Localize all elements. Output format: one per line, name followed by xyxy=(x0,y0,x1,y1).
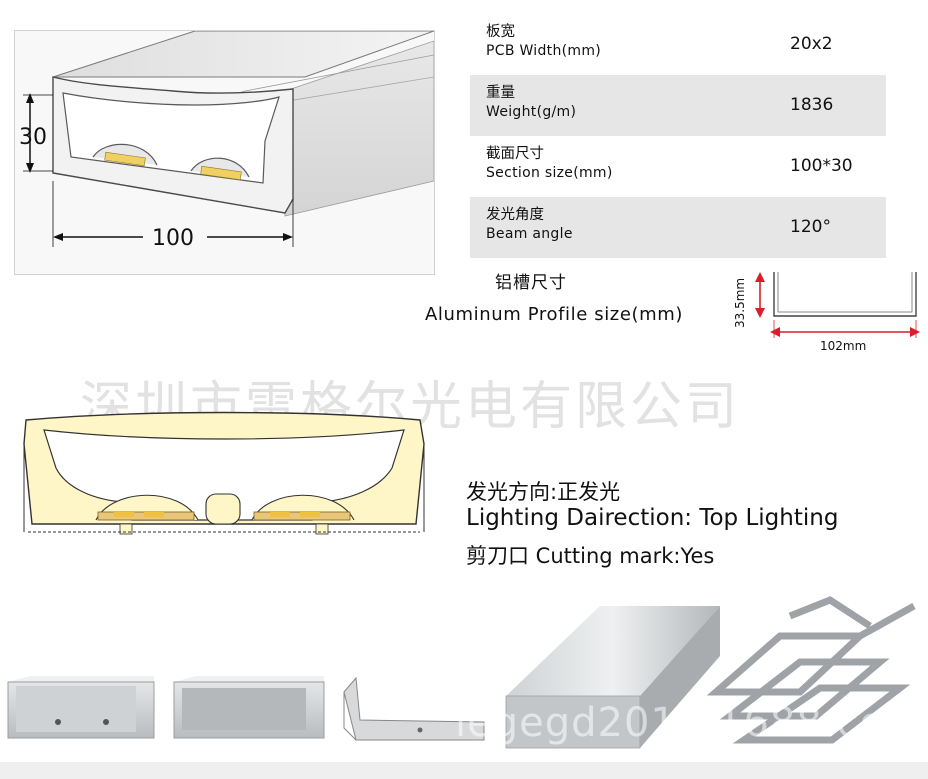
spec-row-pcb-width: 板宽 PCB Width(mm) 20x2 xyxy=(470,14,886,75)
aluminum-channel xyxy=(505,606,720,749)
end-cap-plain xyxy=(173,676,325,739)
end-cap-with-holes xyxy=(7,676,155,739)
silicone-tube-illustration: 30 100 xyxy=(19,30,435,251)
cross-section-diagram xyxy=(20,408,428,544)
spec-label-cn: 板宽 xyxy=(486,24,515,40)
height-dimension-label: 30 xyxy=(19,125,47,150)
spec-label-cn: 发光角度 xyxy=(486,207,544,223)
spec-label-cn: 重量 xyxy=(486,85,515,101)
spec-value: 1836 xyxy=(790,95,834,115)
profile-size-label-en: Aluminum Profile size(mm) xyxy=(425,304,684,325)
spec-row-weight: 重量 Weight(g/m) 1836 xyxy=(470,75,886,136)
product-drawing: 30 100 xyxy=(14,30,435,275)
bottom-band xyxy=(0,762,928,779)
spec-row-section-size: 截面尺寸 Section size(mm) 100*30 xyxy=(470,136,886,197)
lighting-direction-en: Lighting Dairection: Top Lighting xyxy=(466,505,839,531)
flexible-bracket xyxy=(706,596,916,744)
spec-value: 20x2 xyxy=(790,34,833,54)
width-dimension-label: 100 xyxy=(152,226,194,251)
cutting-mark: 剪刀口 Cutting mark:Yes xyxy=(466,544,715,568)
spec-label-en: PCB Width(mm) xyxy=(486,43,602,59)
spec-label-en: Weight(g/m) xyxy=(486,104,577,120)
spec-label-cn: 截面尺寸 xyxy=(486,146,544,162)
profile-width-label: 102mm xyxy=(820,339,866,353)
spec-label-en: Section size(mm) xyxy=(486,165,613,181)
website-watermark: legegd2012.1688.com xyxy=(455,700,925,746)
spec-row-beam-angle: 发光角度 Beam angle 120° xyxy=(470,197,886,258)
lighting-direction-cn: 发光方向:正发光 xyxy=(466,480,621,504)
mounting-clip xyxy=(343,676,485,741)
profile-height-label: 33.5mm xyxy=(733,278,747,328)
spec-label-en: Beam angle xyxy=(486,226,573,242)
spec-value: 100*30 xyxy=(790,156,853,176)
accessories-photo-row xyxy=(0,596,928,756)
profile-size-label-cn: 铝槽尺寸 xyxy=(495,273,567,293)
aluminum-profile-diagram: 33.5mm 102mm xyxy=(730,258,928,358)
spec-value: 120° xyxy=(790,217,831,237)
